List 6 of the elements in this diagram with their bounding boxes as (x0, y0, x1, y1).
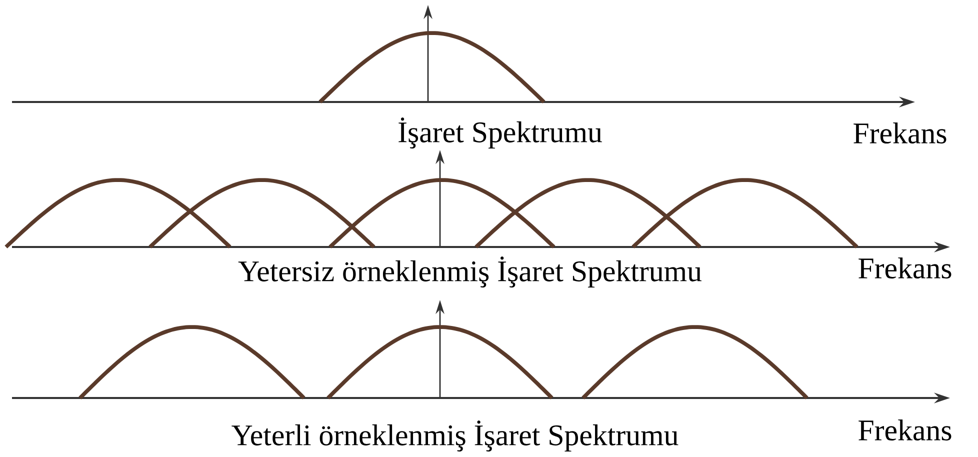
spectrum-title: Yeterli örneklenmiş İşaret Spektrumu (232, 420, 678, 452)
spectrum-title: Yetersiz örneklenmiş İşaret Spektrumu (238, 256, 702, 288)
axis-label: Frekans (854, 122, 946, 144)
axis-label: Frekans (858, 420, 952, 441)
spectrum-title: İşaret Spektrumu (398, 117, 602, 149)
axis-label: Frekans (858, 258, 952, 279)
